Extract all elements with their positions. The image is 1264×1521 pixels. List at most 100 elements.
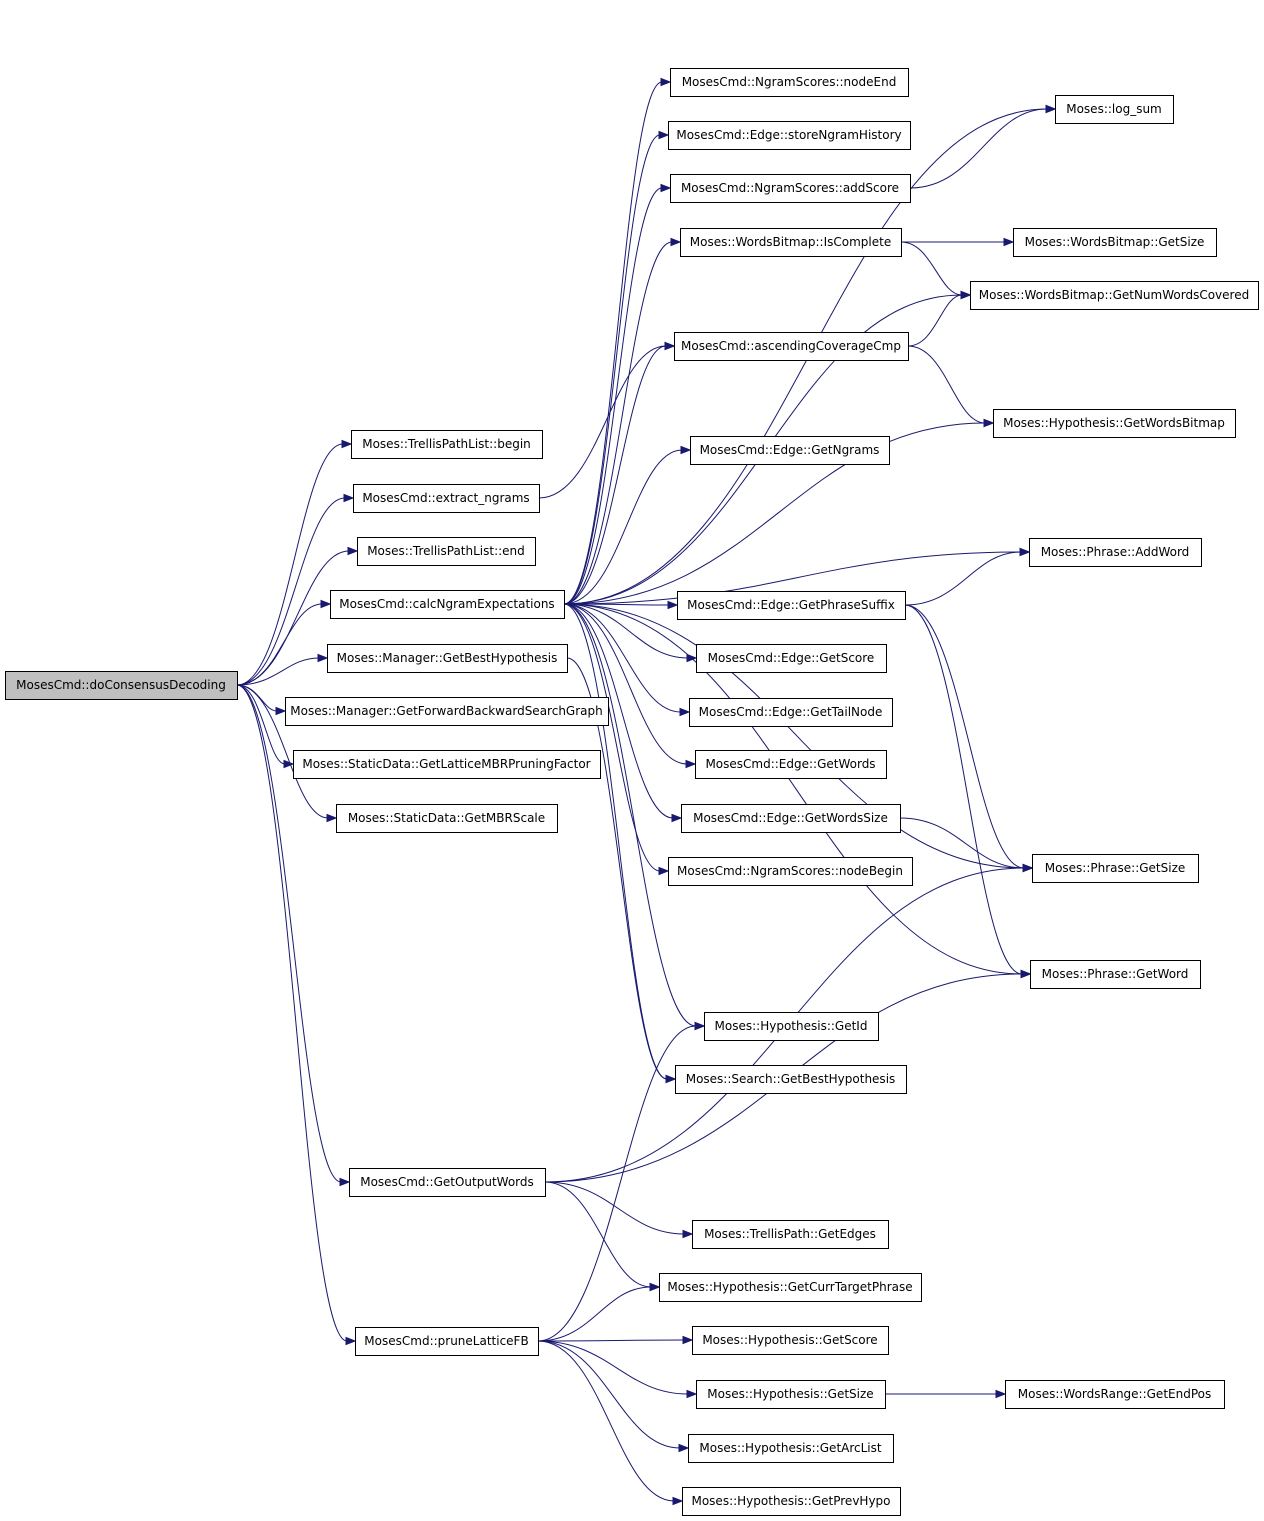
node-label: Moses::TrellisPathList::end [367,544,525,558]
node-moses-manager-getbesthypothesis[interactable]: Moses::Manager::GetBestHypothesis [327,644,568,673]
node-box [674,332,909,361]
node-mosescmd-edge-getwords[interactable]: MosesCmd::Edge::GetWords [695,750,887,779]
node-mosescmd-edge-getngrams[interactable]: MosesCmd::Edge::GetNgrams [690,436,890,465]
node-box [681,804,901,833]
node-box [1029,538,1202,567]
node-box [353,484,540,513]
node-box [330,590,565,619]
edge [563,603,689,659]
edge-arrowhead [678,1443,690,1453]
edge [563,81,663,605]
node-moses-search-getbesthypothesis[interactable]: Moses::Search::GetBestHypothesis [675,1065,907,1094]
node-mosescmd-ngramscores-nodebegin[interactable]: MosesCmd::NgramScores::nodeBegin [668,857,913,886]
edge [236,497,346,686]
node-moses-hypothesis-getcurrtargetphrase[interactable]: Moses::Hypothesis::GetCurrTargetPhrase [659,1273,922,1302]
node-moses-staticdata-getmbrscale[interactable]: Moses::StaticData::GetMBRScale [336,804,558,833]
edge [563,551,1022,605]
node-mosescmd-prunelatticefb[interactable]: MosesCmd::pruneLatticeFB [355,1327,539,1356]
node-moses-wordsbitmap-iscomplete[interactable]: Moses::WordsBitmap::IsComplete [680,228,902,257]
node-label: MosesCmd::Edge::storeNgramHistory [676,128,901,142]
node-moses-trellispathlist-end[interactable]: Moses::TrellisPathList::end [357,537,536,566]
edge [563,422,986,605]
edge [236,684,286,765]
node-mosescmd-edge-storengramhistory[interactable]: MosesCmd::Edge::storeNgramHistory [668,121,911,150]
node-label: MosesCmd::Edge::GetNgrams [700,443,880,457]
node-label: Moses::WordsBitmap::IsComplete [690,235,891,249]
node-mosescmd-edge-getphrasesuffix[interactable]: MosesCmd::Edge::GetPhraseSuffix [677,591,906,620]
edge [563,603,668,1080]
edge [563,449,683,605]
edge-arrowhead [320,599,332,609]
node-moses-hypothesis-getarclist[interactable]: Moses::Hypothesis::GetArcList [688,1434,894,1463]
node-label: Moses::Phrase::AddWord [1041,545,1190,559]
node-moses-phrase-getsize[interactable]: Moses::Phrase::GetSize [1032,854,1199,883]
edge [563,603,674,819]
edge-arrowhead [983,418,995,428]
node-mosescmd-edge-gettailnode[interactable]: MosesCmd::Edge::GetTailNode [689,698,893,727]
edge-arrowhead [686,1389,698,1399]
node-box [327,644,568,673]
edge [563,603,682,713]
node-box [285,697,609,726]
node-moses-trellispath-getedges[interactable]: Moses::TrellisPath::GetEdges [692,1220,889,1249]
node-moses-phrase-addword[interactable]: Moses::Phrase::AddWord [1029,538,1202,567]
edge-arrowhead [685,759,697,769]
edge [538,345,667,499]
node-label: Moses::TrellisPath::GetEdges [704,1227,876,1241]
node-box [670,68,909,97]
node-box [696,644,887,673]
node-box [668,857,913,886]
edge [563,345,667,605]
node-moses-hypothesis-getwordsbitmap[interactable]: Moses::Hypothesis::GetWordsBitmap [993,409,1236,438]
node-label: MosesCmd::Edge::GetWords [705,757,875,771]
node-moses-hypothesis-getprevhypo[interactable]: Moses::Hypothesis::GetPrevHypo [682,1487,901,1516]
node-label: Moses::StaticData::GetMBRScale [348,811,545,825]
node-label: Moses::Search::GetBestHypothesis [686,1072,896,1086]
edge [904,604,1023,975]
node-label: Moses::Hypothesis::GetArcList [699,1441,882,1455]
edge [537,1286,652,1342]
node-moses-wordsrange-getendpos[interactable]: Moses::WordsRange::GetEndPos [1005,1380,1225,1409]
node-moses-log-sum[interactable]: Moses::log_sum [1055,95,1174,124]
edge [537,1339,685,1342]
node-mosescmd-getoutputwords[interactable]: MosesCmd::GetOutputWords [349,1168,546,1197]
node-box [670,174,911,203]
node-label: Moses::WordsBitmap::GetNumWordsCovered [979,288,1249,302]
node-label: Moses::Manager::GetBestHypothesis [337,651,558,665]
node-mosescmd-calcngramexpectations[interactable]: MosesCmd::calcNgramExpectations [330,590,565,619]
node-mosescmd-extract-ngrams[interactable]: MosesCmd::extract_ngrams [353,484,540,513]
node-mosescmd-ngramscores-addscore[interactable]: MosesCmd::NgramScores::addScore [670,174,911,203]
edge-arrowhead [665,1074,677,1084]
edge [566,657,668,1080]
edge-arrowhead [1020,969,1032,979]
edge-arrowhead [1003,237,1015,247]
node-mosescmd-edge-getwordssize[interactable]: MosesCmd::Edge::GetWordsSize [681,804,901,833]
node-label: MosesCmd::extract_ngrams [362,491,529,505]
node-label: Moses::Hypothesis::GetPrevHypo [691,1494,890,1508]
node-moses-hypothesis-getid[interactable]: Moses::Hypothesis::GetId [704,1012,879,1041]
edge-arrowhead [660,77,672,87]
node-moses-wordsbitmap-getsize[interactable]: Moses::WordsBitmap::GetSize [1013,228,1217,257]
node-moses-manager-getforwardbackwardsearchgraph[interactable]: Moses::Manager::GetForwardBackwardSearch… [285,697,609,726]
edge [537,1025,697,1342]
node-box [5,671,238,700]
node-moses-hypothesis-getsize[interactable]: Moses::Hypothesis::GetSize [696,1380,886,1409]
nodes-layer: MosesCmd::doConsensusDecodingMoses::Trel… [5,68,1259,1516]
node-box [692,1220,889,1249]
node-box [680,228,902,257]
edge-arrowhead [679,707,691,717]
node-label: MosesCmd::Edge::GetScore [708,651,875,665]
node-mosescmd-doconsensusdecoding[interactable]: MosesCmd::doConsensusDecoding [5,671,238,700]
edge-arrowhead [667,600,679,610]
node-mosescmd-ngramscores-nodeend[interactable]: MosesCmd::NgramScores::nodeEnd [670,68,909,97]
node-mosescmd-edge-getscore[interactable]: MosesCmd::Edge::GetScore [696,644,887,673]
node-moses-phrase-getword[interactable]: Moses::Phrase::GetWord [1030,960,1201,989]
node-moses-wordsbitmap-getnumwordscovered[interactable]: Moses::WordsBitmap::GetNumWordsCovered [970,281,1259,310]
node-mosescmd-ascendingcoveragecmp[interactable]: MosesCmd::ascendingCoverageCmp [674,332,909,361]
node-moses-trellispathlist-begin[interactable]: Moses::TrellisPathList::begin [351,430,543,459]
node-moses-staticdata-getlatticembrpruningfactor[interactable]: Moses::StaticData::GetLatticeMBRPruningF… [293,750,601,779]
node-label: MosesCmd::pruneLatticeFB [364,1334,528,1348]
edge-arrowhead [682,1335,694,1345]
node-moses-hypothesis-getscore[interactable]: Moses::Hypothesis::GetScore [692,1326,889,1355]
